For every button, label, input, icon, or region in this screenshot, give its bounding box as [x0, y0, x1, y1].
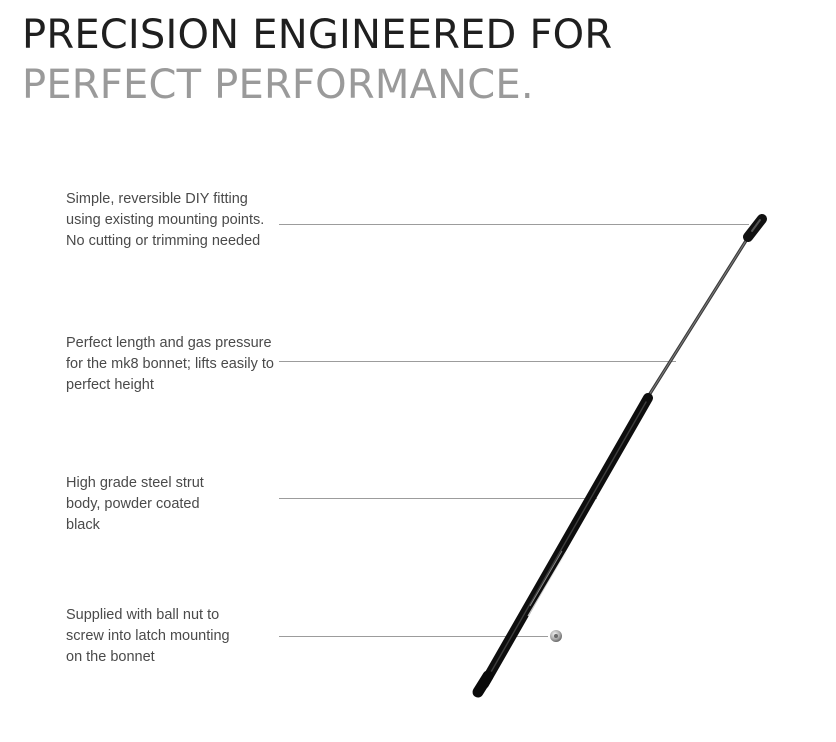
- callout-line-strut-body: [279, 498, 597, 499]
- bottom-end-fitting: [472, 670, 494, 698]
- callout-line-piston-rod: [279, 361, 676, 362]
- headline: PRECISION ENGINEERED FOR PERFECT PERFORM…: [22, 10, 612, 110]
- callout-line-ball-nut: [279, 636, 548, 637]
- feature-steel-body: High grade steel strut body, powder coat…: [66, 475, 204, 533]
- headline-line-1: PRECISION ENGINEERED FOR: [22, 12, 613, 58]
- headline-line-2: PERFECT PERFORMANCE.: [22, 62, 534, 108]
- top-end-fitting: [743, 214, 767, 242]
- feature-length-pressure: Perfect length and gas pressure for the …: [66, 335, 274, 393]
- feature-ball-nut: Supplied with ball nut to screw into lat…: [66, 607, 230, 665]
- strut-body: [479, 393, 653, 689]
- feature-diy-fitting: Simple, reversible DIY fitting using exi…: [66, 191, 265, 249]
- callout-line-top-fitting: [279, 224, 749, 225]
- ball-nut-icon: [550, 630, 562, 642]
